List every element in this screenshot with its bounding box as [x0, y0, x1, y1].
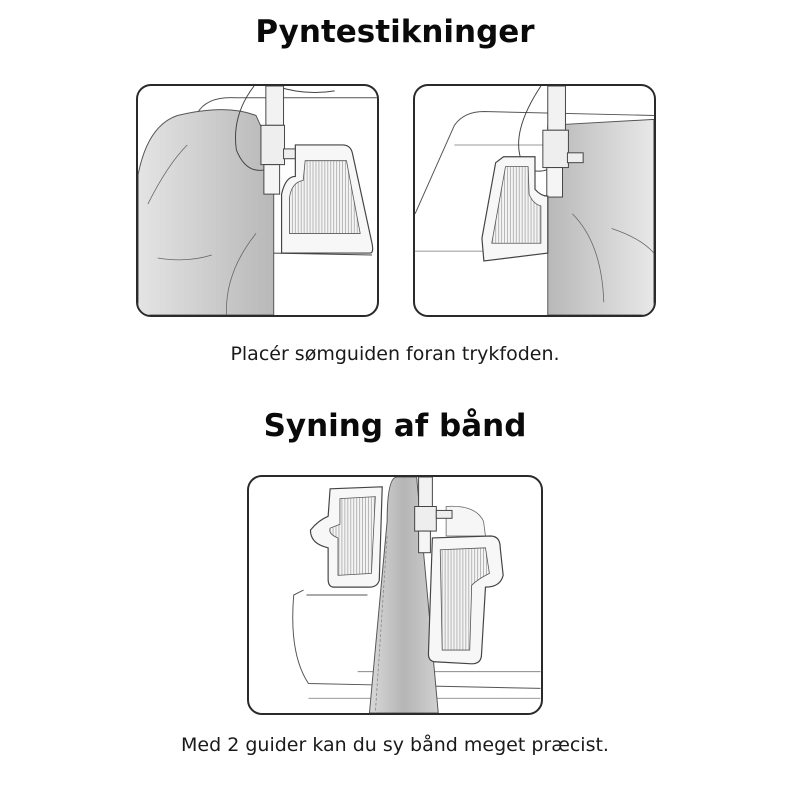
sewing-machine-guide-left-illustration — [415, 86, 654, 315]
caption-ribbon-sewing: Med 2 guider kan du sy bånd meget præcis… — [181, 734, 609, 756]
illustration-guide-left — [413, 84, 656, 317]
illustration-two-guides — [247, 475, 543, 715]
sewing-machine-guide-right-illustration — [138, 86, 377, 315]
section-title-ribbon-sewing: Syning af bånd — [263, 408, 527, 444]
illustration-guide-right — [136, 84, 379, 317]
section-title-decorative-stitching: Pyntestikninger — [255, 14, 535, 50]
sewing-machine-two-guides-illustration — [292, 477, 541, 713]
caption-decorative-stitching: Placér sømguiden foran trykfoden. — [230, 343, 560, 365]
